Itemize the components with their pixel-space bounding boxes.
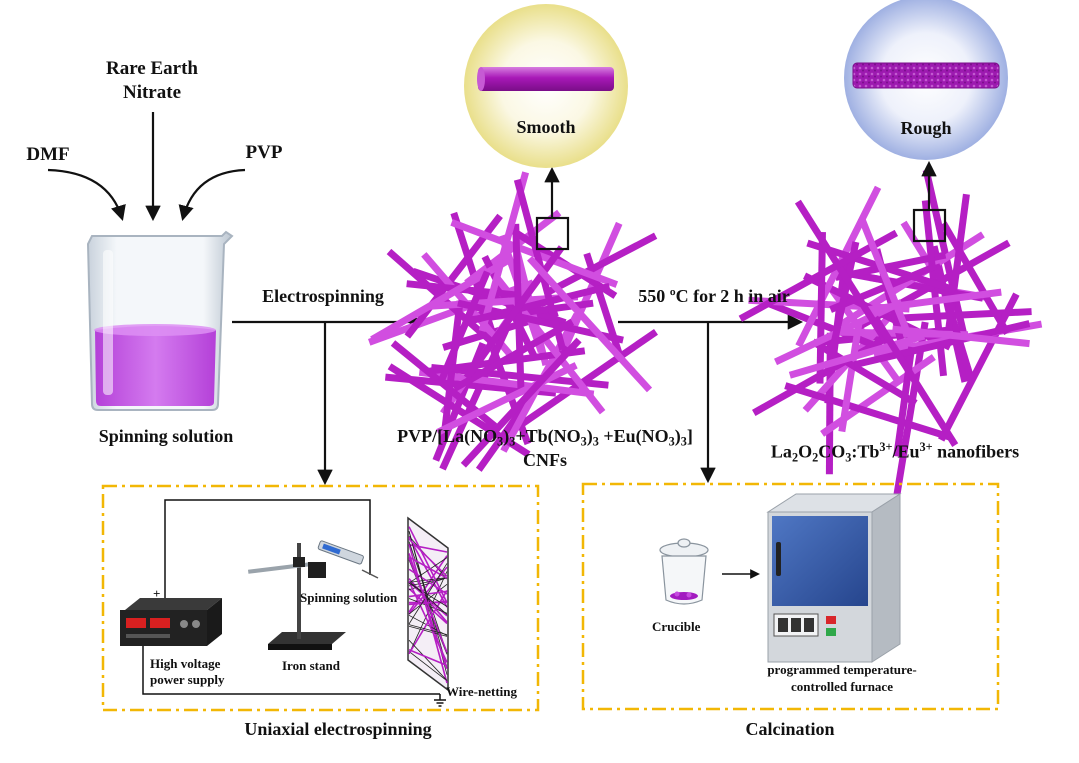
power-supply-icon — [120, 598, 222, 646]
pvp-label: PVP — [246, 142, 283, 164]
beaker-icon — [88, 232, 232, 410]
plus-sign: + — [153, 586, 160, 602]
spinning-solution-label: Spinning solution — [300, 590, 397, 606]
syringe-icon — [308, 540, 378, 578]
wire-netting-icon — [408, 518, 448, 690]
furnace-label-line2: controlled furnace — [791, 679, 893, 695]
furnace-label-line1: programmed temperature- — [767, 662, 916, 678]
electrospinning-label: Electrospinning — [262, 286, 384, 307]
nanofiber-formula: La2O2CO3:Tb3+/Eu3+ nanofibers — [771, 440, 1019, 465]
rough-label: Rough — [900, 118, 951, 139]
power-supply-label-line2: power supply — [150, 672, 225, 688]
cnf-label: CNFs — [523, 450, 567, 471]
crucible-label: Crucible — [652, 619, 700, 635]
fiber-strand — [820, 232, 823, 383]
wire-netting-label: Wire-netting — [446, 684, 517, 700]
dmf-label: DMF — [26, 144, 69, 166]
pvp-arrow — [183, 170, 245, 218]
power-supply-label-line1: High voltage — [150, 656, 220, 672]
smooth-fiber-sphere — [464, 4, 628, 168]
ground-icon — [434, 700, 446, 706]
dmf-arrow — [48, 170, 122, 218]
rare-earth-label-line2: Nitrate — [123, 82, 181, 104]
rare-earth-label-line1: Rare Earth — [106, 58, 198, 80]
iron-stand-label: Iron stand — [282, 658, 340, 674]
cnf-formula: PVP/[La(NO3)3+Tb(NO3)3 +Eu(NO3)3] — [397, 426, 693, 450]
electrospinning-panel-title: Uniaxial electrospinning — [244, 719, 431, 740]
calcination-panel-title: Calcination — [745, 719, 834, 740]
furnace-icon — [768, 494, 900, 662]
beaker-caption: Spinning solution — [99, 426, 234, 447]
crucible-icon — [660, 539, 708, 604]
calcination-condition-label: 550 ºC for 2 h in air — [638, 286, 790, 307]
smooth-label: Smooth — [516, 117, 575, 138]
